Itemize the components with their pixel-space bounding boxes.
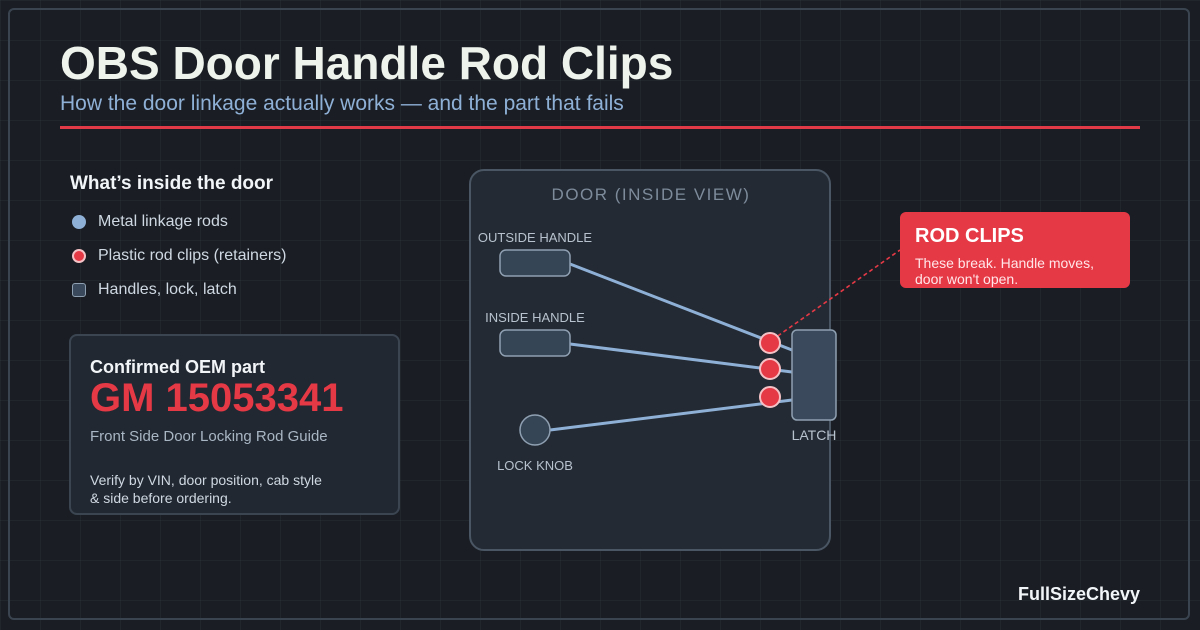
legend-item-rods: Metal linkage rods xyxy=(72,212,228,232)
inside-handle-label: INSIDE HANDLE xyxy=(485,310,585,325)
rod-clip-outside xyxy=(759,332,781,354)
lock-knob-label: LOCK KNOB xyxy=(497,458,573,473)
legend-label-clips: Plastic rod clips (retainers) xyxy=(98,247,287,264)
legend-heading: What’s inside the door xyxy=(70,173,274,194)
latch-block xyxy=(791,329,837,421)
lock-knob xyxy=(519,414,551,446)
page-subtitle: How the door linkage actually works — an… xyxy=(60,92,624,115)
callout-leader-line xyxy=(771,249,901,341)
page-title: OBS Door Handle Rod Clips xyxy=(60,37,674,89)
oem-part-description: Front Side Door Locking Rod Guide xyxy=(90,428,328,445)
rod-swatch-icon xyxy=(72,215,86,229)
door-panel-title: DOOR (INSIDE VIEW) xyxy=(552,185,751,204)
rod-clip-lock xyxy=(759,386,781,408)
hardware-swatch-icon xyxy=(72,283,86,297)
outside-handle-rod xyxy=(569,262,793,352)
outside-handle-label: OUTSIDE HANDLE xyxy=(478,230,592,245)
legend-label-hardware: Handles, lock, latch xyxy=(98,281,237,298)
rod-clip-inside xyxy=(759,358,781,380)
latch-label: LATCH xyxy=(792,427,837,443)
title-divider xyxy=(60,126,1140,129)
outer-frame xyxy=(8,8,1190,620)
oem-part-number: GM 15053341 xyxy=(90,376,344,420)
lock-knob-rod xyxy=(549,398,793,432)
clip-swatch-icon xyxy=(72,249,86,263)
rod-clips-callout: ROD CLIPS These break. Handle moves, doo… xyxy=(900,212,1130,288)
inside-handle xyxy=(499,329,571,357)
callout-title: ROD CLIPS xyxy=(915,225,1024,247)
oem-verify-note: Verify by VIN, door position, cab style … xyxy=(90,472,322,506)
oem-label: Confirmed OEM part xyxy=(90,357,266,377)
inside-handle-rod xyxy=(569,342,793,374)
callout-text: These break. Handle moves, door won't op… xyxy=(915,255,1094,287)
legend-item-hardware: Handles, lock, latch xyxy=(72,280,237,300)
outside-handle xyxy=(499,249,571,277)
legend-label-rods: Metal linkage rods xyxy=(98,213,228,230)
legend-item-clips: Plastic rod clips (retainers) xyxy=(72,246,287,266)
brand-logo-text: FullSizeChevy xyxy=(1017,584,1140,604)
oem-part-card: Confirmed OEM part GM 15053341 Front Sid… xyxy=(69,334,400,515)
